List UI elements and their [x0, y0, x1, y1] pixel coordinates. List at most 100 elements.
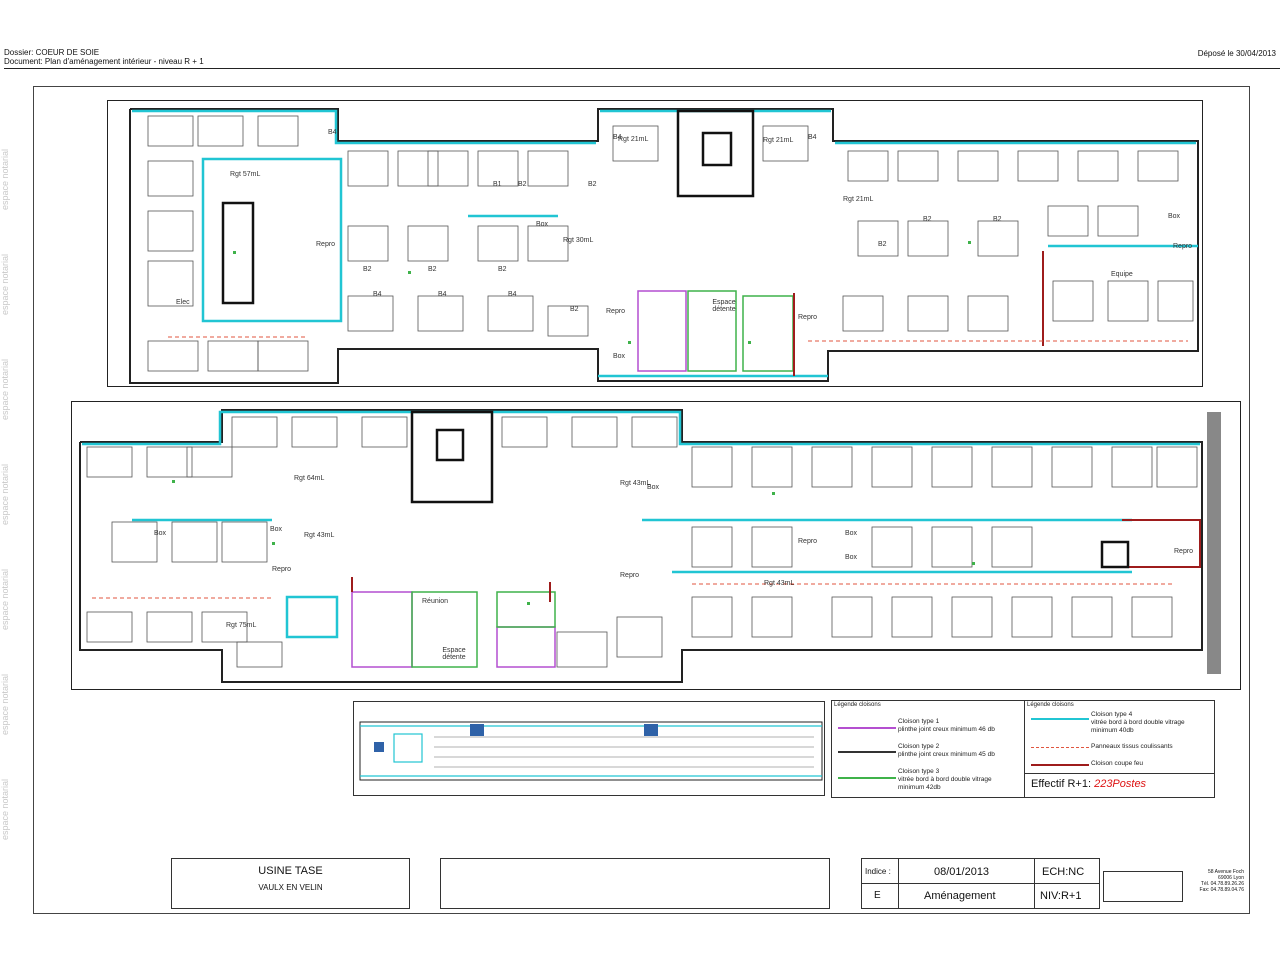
legend-text: Cloison type 2 plinthe joint creux minim…: [898, 743, 995, 758]
room-label: Box: [536, 221, 549, 228]
room-label: Rgt 43mL: [304, 532, 335, 539]
legend-title: Légende cloisons: [1027, 702, 1074, 708]
watermark: espace notarial: [0, 568, 10, 630]
room-label: B2: [570, 306, 579, 313]
room-label: Box: [154, 530, 167, 537]
legend-column-left: Légende cloisons Cloison type 1 plinthe …: [832, 701, 1025, 797]
room-label: B1: [493, 181, 502, 188]
room-label: B2: [878, 241, 887, 248]
legend-swatch: [1031, 718, 1089, 720]
floor-plan-top: Rgt 57mL Rgt 21mL Rgt 21mL Rgt 21mL Rgt …: [107, 100, 1203, 387]
room-label: B2: [588, 181, 597, 188]
legend-text: Cloison type 3 vitrée bord à bord double…: [898, 768, 992, 791]
address-line: 58 Avenue Foch: [1207, 869, 1244, 875]
room-label: Repro: [798, 314, 818, 321]
floor-plan-top-drawing: [129, 108, 1199, 384]
logo-box: [1103, 871, 1183, 902]
room-label: Box: [647, 484, 660, 491]
revision-block: Indice : E 08/01/2013 Aménagement ECH:NC…: [861, 858, 1100, 909]
drawing-frame: [33, 86, 1250, 914]
room-label: Repro: [1173, 243, 1193, 250]
room-label: Rgt 21mL: [763, 137, 794, 144]
room-label: Box: [613, 353, 626, 360]
room-label: B2: [518, 181, 527, 188]
room-label: Rgt 30mL: [563, 237, 594, 244]
room-label: Rgt 21mL: [618, 136, 649, 143]
watermark: espace notarial: [0, 463, 10, 525]
watermark: espace notarial: [0, 358, 10, 420]
room-label: Box: [845, 530, 858, 537]
room-label: B4: [508, 291, 517, 298]
room-label: B2: [498, 266, 507, 273]
room-label: Repro: [272, 566, 292, 573]
overview-plan-drawing: [359, 721, 823, 781]
legend-swatch: [838, 777, 896, 779]
indice-value: E: [874, 890, 881, 901]
header-document: Document: Plan d'aménagement intérieur -…: [4, 57, 204, 66]
floor-plan-bottom: Rgt 64mL Rgt 43mL Rgt 43mL Rgt 43mL Rgt …: [71, 401, 1241, 690]
legend-divider: [1025, 773, 1214, 774]
room-label: Rgt 57mL: [230, 171, 261, 178]
room-label: B2: [993, 216, 1002, 223]
watermark: espace notarial: [0, 778, 10, 840]
room-label: Elec: [176, 299, 190, 306]
room-label: Réunion: [422, 598, 449, 605]
room-label: Rgt 43mL: [764, 580, 795, 587]
effectif-label: Effectif R+1:: [1031, 778, 1095, 790]
room-label: B4: [808, 134, 817, 141]
project-name: USINE TASE: [258, 865, 323, 877]
room-label: B2: [428, 266, 437, 273]
legend-swatch: [1031, 764, 1089, 766]
room-label: Box: [270, 526, 283, 533]
blank-block: [440, 858, 830, 909]
header-dossier: Dossier: COEUR DE SOIE: [4, 48, 100, 57]
floor-plan-bottom-drawing: [79, 409, 1221, 683]
watermark: espace notarial: [0, 148, 10, 210]
wall-hatch: [1207, 412, 1221, 674]
legend-title: Légende cloisons: [834, 702, 881, 708]
indice-label: Indice :: [865, 867, 891, 876]
room-label: Espace détente: [712, 299, 736, 313]
room-label: Espace détente: [442, 647, 466, 661]
revision-type: Aménagement: [924, 890, 996, 902]
header-rule: [4, 68, 1280, 69]
room-label: Repro: [620, 572, 640, 579]
legend-text: Panneaux tissus coulissants: [1091, 743, 1173, 750]
scale: ECH:NC: [1042, 866, 1085, 878]
room-label: Repro: [798, 538, 818, 545]
room-label: Box: [1168, 213, 1181, 220]
project-block: USINE TASE VAULX EN VELIN: [171, 858, 410, 909]
overview-plan: [353, 701, 825, 796]
room-label: Rgt 43mL: [620, 480, 651, 487]
address-line: Tél. 04.78.89.26.26: [1200, 881, 1244, 887]
office-address: 58 Avenue Foch 69006 Lyon Tél. 04.78.89.…: [1184, 869, 1244, 893]
room-label: B2: [923, 216, 932, 223]
room-label: Repro: [316, 241, 336, 248]
legend-text: Cloison type 4 vitrée bord à bord double…: [1091, 711, 1185, 734]
legend-swatch: [838, 727, 896, 729]
legend-text: Cloison coupe feu: [1091, 760, 1144, 767]
effectif: Effectif R+1: 223Postes: [1031, 778, 1146, 790]
room-label: Equipe: [1111, 271, 1133, 278]
legend-swatch: [1031, 747, 1089, 748]
room-label: B4: [438, 291, 447, 298]
partition-legend: Légende cloisons Cloison type 1 plinthe …: [831, 700, 1215, 798]
block-divider: [862, 883, 1099, 884]
room-label: Repro: [1174, 548, 1194, 555]
room-label: Repro: [606, 308, 626, 315]
room-label: B2: [363, 266, 372, 273]
effectif-value: 223Postes: [1094, 778, 1147, 790]
room-label: Rgt 64mL: [294, 475, 325, 482]
address-line: 69006 Lyon: [1218, 875, 1244, 881]
room-label: Box: [845, 554, 858, 561]
revision-date: 08/01/2013: [934, 866, 990, 878]
room-label: B4: [328, 129, 337, 136]
legend-column-right: Légende cloisons Cloison type 4 vitrée b…: [1025, 701, 1214, 797]
project-location: VAULX EN VELIN: [258, 883, 323, 892]
watermark: espace notarial: [0, 673, 10, 735]
header-deposit-date: Déposé le 30/04/2013: [1197, 49, 1276, 58]
level: NIV:R+1: [1040, 890, 1082, 902]
room-label: B4: [613, 134, 622, 141]
room-label: Rgt 75mL: [226, 622, 257, 629]
watermark: espace notarial: [0, 253, 10, 315]
